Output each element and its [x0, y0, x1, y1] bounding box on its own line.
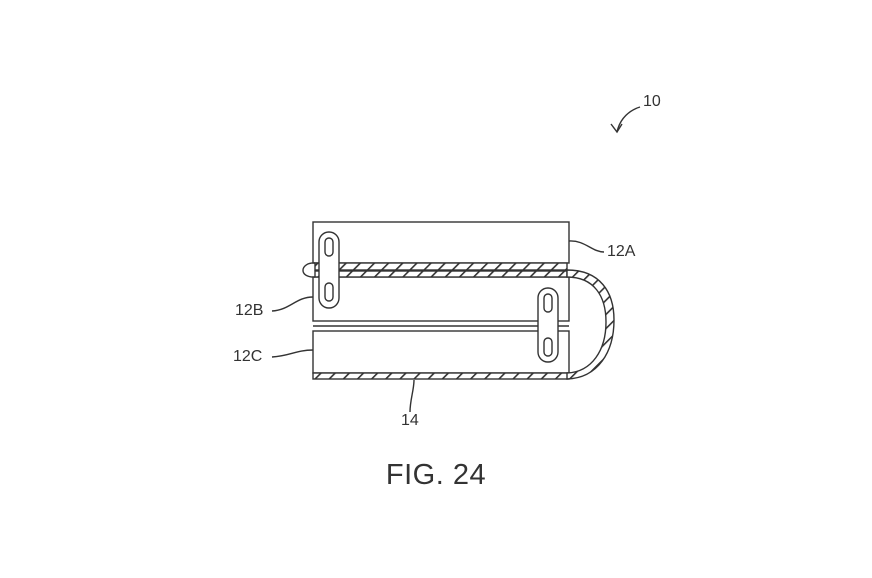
housing-12c	[312, 330, 570, 374]
device-arrow-icon	[616, 106, 641, 133]
left-hinge-slot-bottom	[324, 282, 334, 302]
arrowhead-icon	[610, 123, 623, 134]
housing-12b	[312, 276, 570, 322]
label-housing-12a: 12A	[607, 243, 636, 260]
leader-14	[409, 379, 415, 413]
right-hinge-slot-bottom	[543, 337, 553, 357]
leader-12c	[271, 349, 314, 358]
flexible-display-bottom	[312, 372, 570, 380]
left-hinge-slot-top	[324, 237, 334, 257]
right-hinge-slot-top	[543, 293, 553, 313]
label-flexible-display-14: 14	[401, 412, 419, 429]
flexible-display-bend	[566, 269, 615, 380]
leader-12a	[568, 240, 605, 253]
figure-caption: FIG. 24	[385, 459, 487, 491]
label-housing-12c: 12C	[233, 348, 263, 365]
housing-12a	[312, 221, 570, 264]
left-hinge-link	[318, 231, 340, 309]
label-housing-12b: 12B	[235, 302, 264, 319]
label-device-10: 10	[643, 93, 661, 110]
leader-12b	[271, 296, 314, 312]
flexible-display-lower	[314, 270, 568, 278]
right-hinge-link	[537, 287, 559, 363]
flexible-display-upper	[314, 262, 568, 271]
left-hinge-loop	[302, 262, 316, 278]
